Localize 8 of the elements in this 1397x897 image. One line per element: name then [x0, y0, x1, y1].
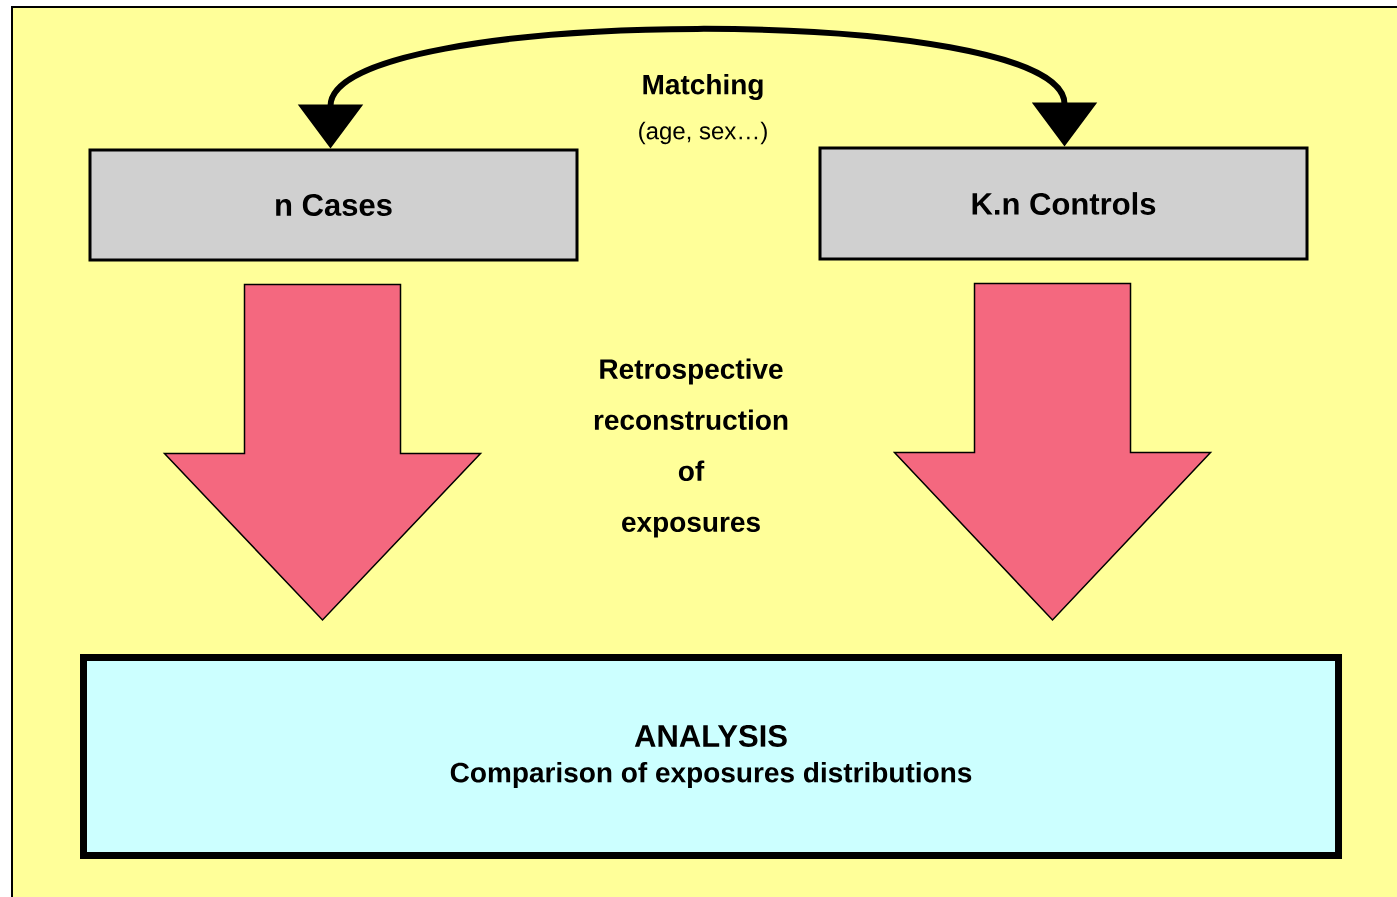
process-box: K.n Controls [818, 146, 1309, 261]
block-arrow [162, 283, 483, 622]
note-text: (age, sex…) [639, 121, 767, 145]
center-text: Retrospective reconstruction of exposures [594, 358, 788, 538]
analysis-box: ANALYSIS Comparison of exposures distributions [80, 654, 1342, 859]
block-arrow [892, 282, 1213, 622]
edge-label: Matching [643, 73, 763, 101]
process-box: n Cases [88, 148, 579, 262]
